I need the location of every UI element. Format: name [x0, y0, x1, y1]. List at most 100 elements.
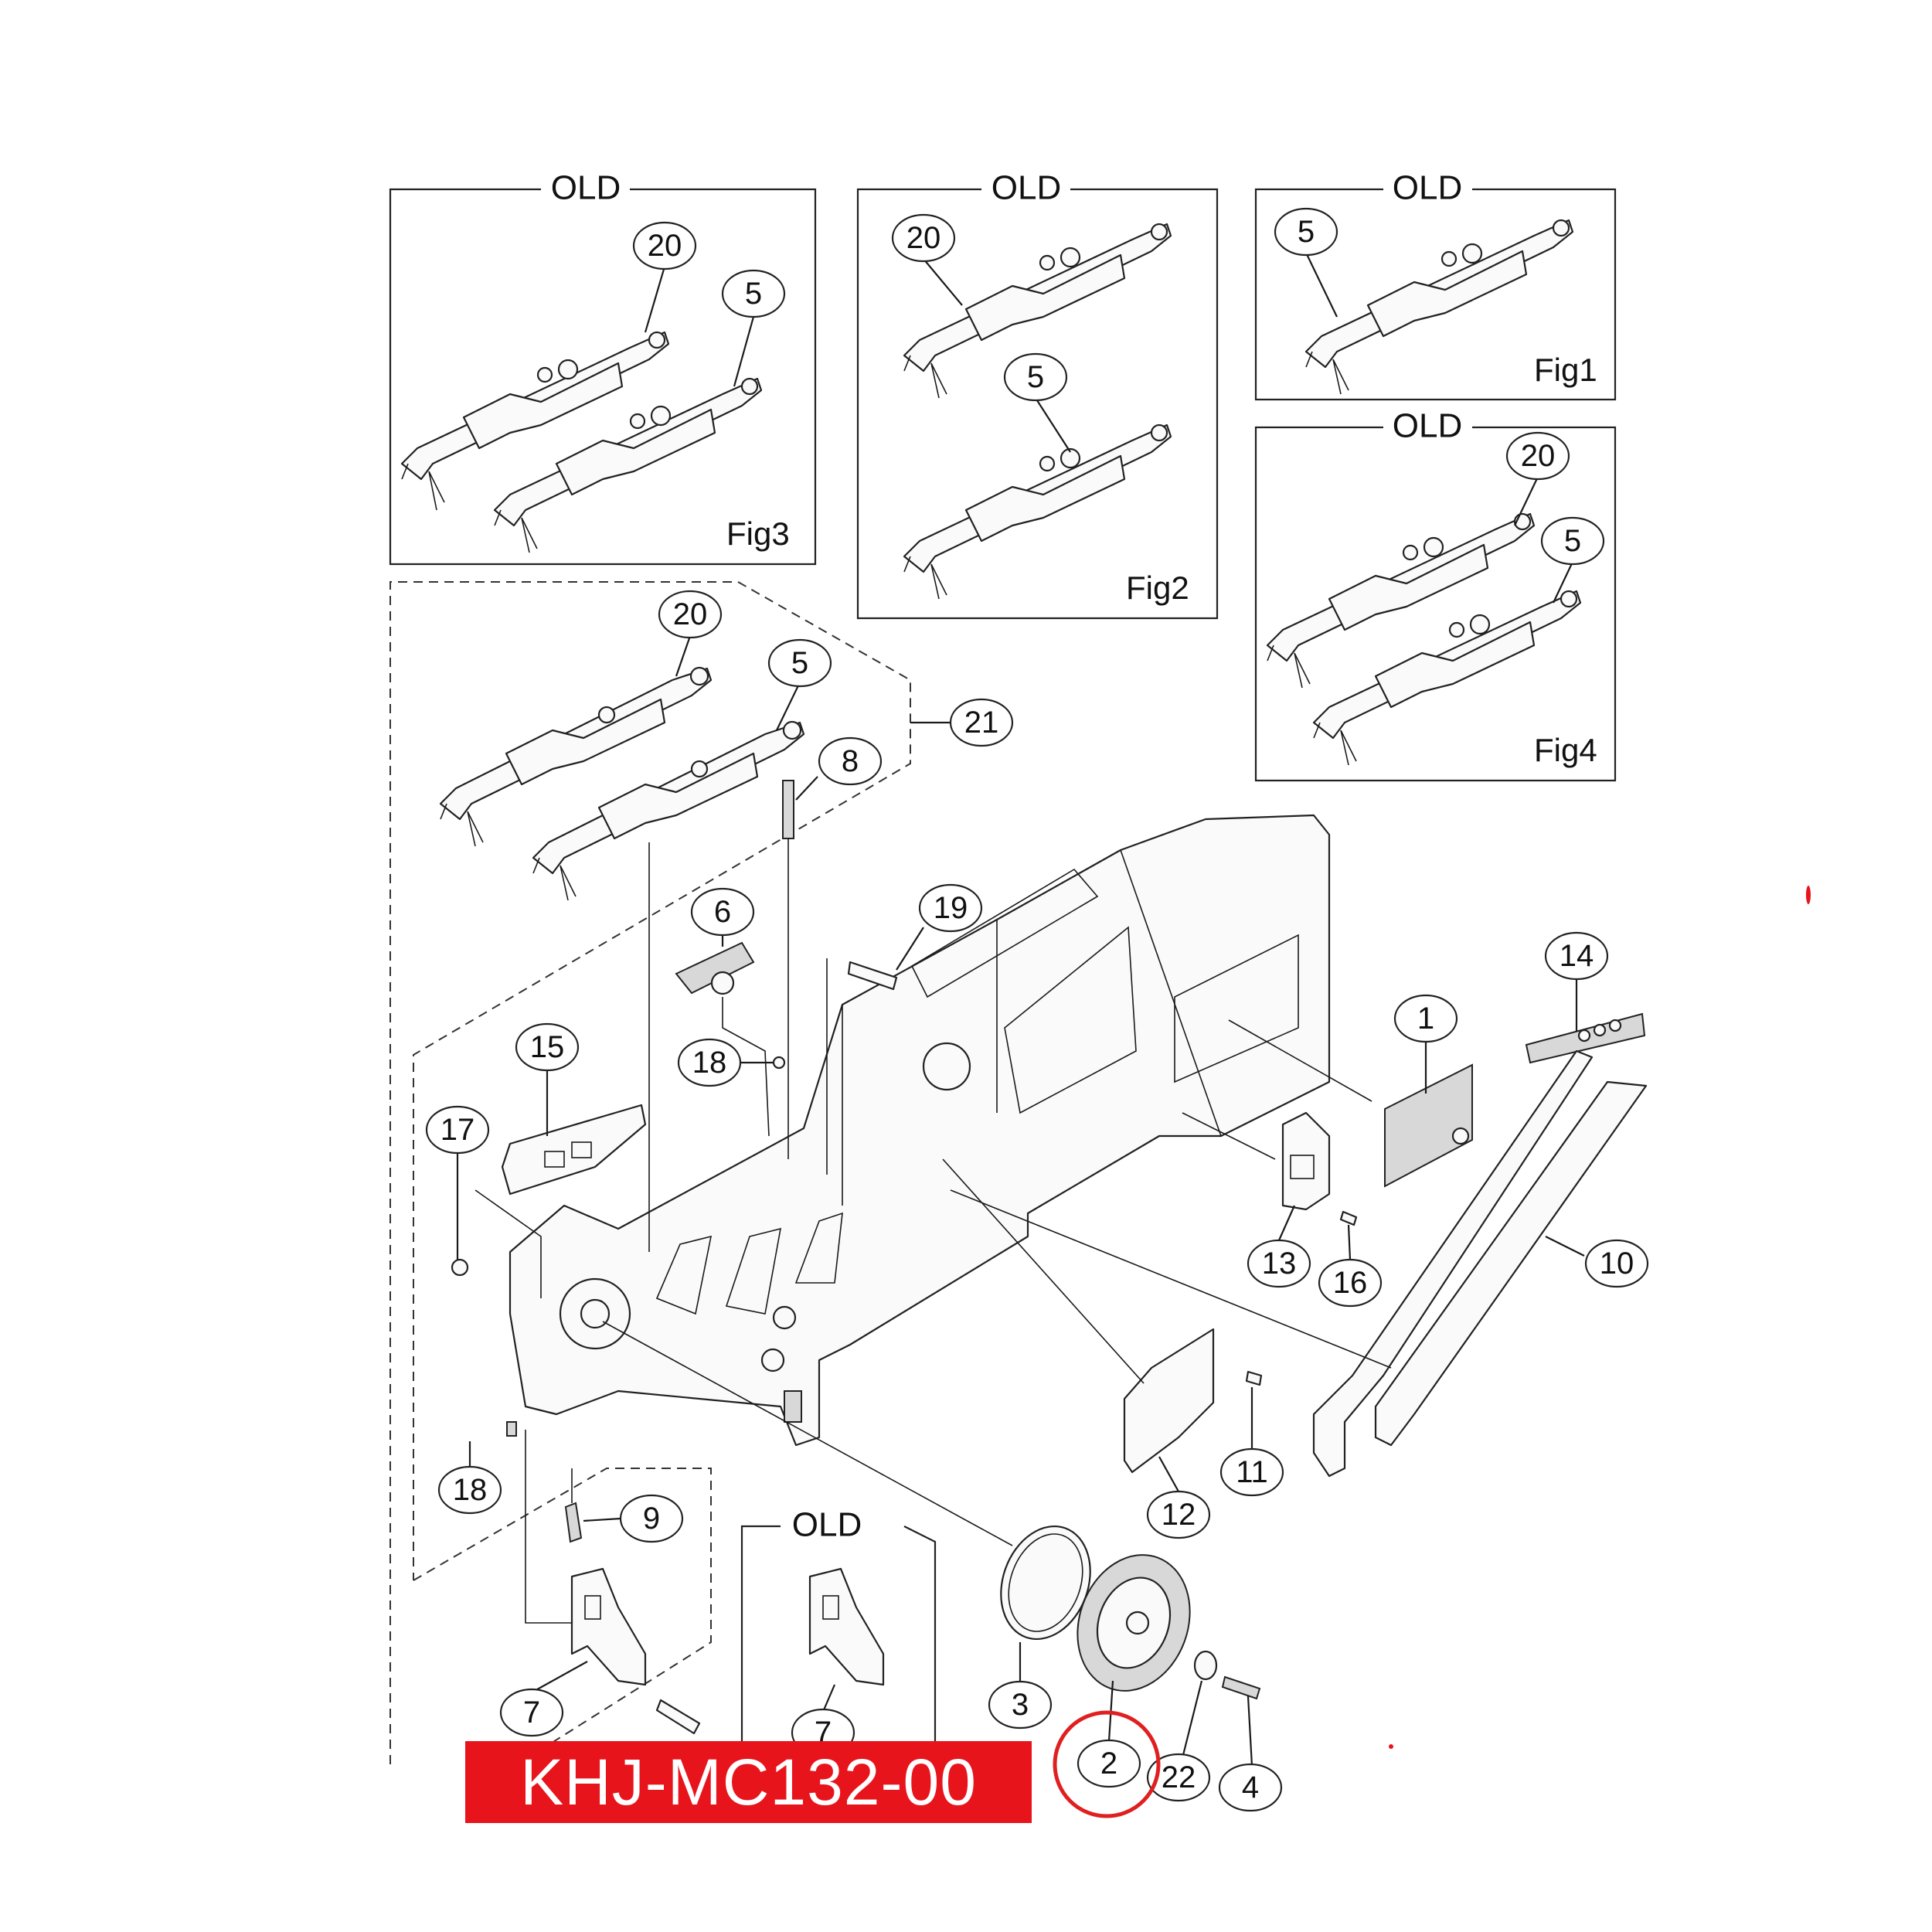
- callout-11[interactable]: [1219, 1447, 1284, 1497]
- assembly-21-dashed-outline: [389, 581, 911, 1765]
- callout-12[interactable]: [1146, 1490, 1211, 1539]
- svg-text:5: 5: [1027, 360, 1044, 394]
- fig1-label: Fig1: [1534, 352, 1597, 388]
- callout-20-main[interactable]: [658, 590, 723, 639]
- red-mark: [1806, 886, 1811, 904]
- svg-text:21: 21: [964, 706, 999, 740]
- callout-14[interactable]: [1544, 931, 1609, 981]
- callout-18-top[interactable]: [677, 1038, 742, 1087]
- callout-7[interactable]: [499, 1688, 564, 1737]
- old-frame-fig3: OLD Fig3 20 5: [389, 169, 817, 566]
- svg-text:7: 7: [523, 1696, 540, 1730]
- part-3-ring: [1000, 1525, 1091, 1641]
- callout-group: 20 5: [891, 213, 1071, 453]
- old-label-fig3: OLD: [551, 169, 621, 207]
- part-12-cover: [1123, 1328, 1215, 1474]
- feeder-track-20-main: [439, 666, 713, 847]
- callout-17[interactable]: [425, 1105, 490, 1155]
- callout-5-main[interactable]: [767, 638, 832, 688]
- callout-group: 20 5: [632, 221, 786, 387]
- callout-2[interactable]: [1077, 1739, 1141, 1788]
- svg-text:16: 16: [1333, 1266, 1368, 1300]
- callout-5-fig1[interactable]: [1274, 207, 1338, 257]
- callout-3[interactable]: [988, 1680, 1053, 1730]
- feeder-track-5-fig4: [1312, 590, 1582, 766]
- part-16-screw: [1339, 1210, 1358, 1226]
- svg-text:5: 5: [745, 277, 762, 311]
- old-label-fig2: OLD: [992, 169, 1061, 207]
- part-11-screw: [1245, 1370, 1263, 1386]
- part-10-guide: [1312, 1049, 1648, 1478]
- callout-group: 20 5: [1505, 431, 1605, 604]
- callout-20-fig3[interactable]: [632, 221, 697, 270]
- callout-1[interactable]: [1393, 994, 1458, 1043]
- svg-text:18: 18: [692, 1046, 727, 1080]
- old-frame-fig2: OLD Fig2 20 5: [856, 169, 1219, 620]
- svg-text:22: 22: [1162, 1760, 1196, 1794]
- svg-text:17: 17: [440, 1113, 475, 1147]
- part-13-bracket: [1281, 1111, 1331, 1211]
- callout-10[interactable]: [1584, 1239, 1649, 1288]
- callout-8[interactable]: [818, 736, 883, 786]
- callout-16[interactable]: [1318, 1258, 1383, 1308]
- feeder-main-body: [509, 814, 1331, 1447]
- callout-15[interactable]: [515, 1022, 580, 1072]
- callout-13[interactable]: [1247, 1239, 1311, 1288]
- callout-19[interactable]: [918, 883, 983, 933]
- svg-text:20: 20: [1521, 439, 1556, 473]
- callout-5-fig3[interactable]: [721, 269, 786, 318]
- callout-20-fig4[interactable]: [1505, 431, 1570, 481]
- svg-text:9: 9: [643, 1502, 660, 1536]
- svg-text:5: 5: [791, 646, 808, 680]
- svg-text:14: 14: [1560, 939, 1594, 973]
- svg-text:20: 20: [906, 221, 941, 255]
- highlight-circle-callout-2: [1053, 1710, 1161, 1818]
- svg-text:2: 2: [1100, 1747, 1117, 1781]
- part-7-lever: [570, 1567, 647, 1686]
- part-6-clip: [675, 941, 755, 995]
- svg-text:10: 10: [1600, 1247, 1634, 1281]
- part-7-lever-old: [808, 1567, 885, 1686]
- feeder-track-20-fig2: [903, 223, 1172, 399]
- feeder-track-20-fig4: [1266, 512, 1536, 689]
- part-14-plate: [1525, 1012, 1646, 1064]
- svg-text:11: 11: [1236, 1455, 1268, 1489]
- callout-21[interactable]: [949, 698, 1014, 747]
- part-19-pin: [847, 961, 898, 991]
- svg-text:6: 6: [714, 895, 731, 929]
- svg-text:15: 15: [530, 1030, 565, 1064]
- svg-text:3: 3: [1012, 1688, 1029, 1722]
- part-8-pin: [782, 780, 794, 839]
- callout-9[interactable]: [619, 1494, 684, 1543]
- part-9-spring: [564, 1502, 583, 1543]
- callout-5-fig4[interactable]: [1540, 516, 1605, 566]
- part-4-bolt: [1221, 1675, 1261, 1700]
- svg-text:5: 5: [1564, 524, 1581, 558]
- callout-4[interactable]: [1218, 1763, 1283, 1812]
- callout-6[interactable]: [690, 887, 755, 937]
- feeder-track-20-fig3: [400, 331, 670, 511]
- old-label-lever: OLD: [792, 1506, 862, 1544]
- part-number-label: KHJ-MC132-00: [520, 1746, 977, 1818]
- old-frame-fig4: OLD Fig4 20 5: [1254, 407, 1617, 782]
- svg-text:1: 1: [1417, 1002, 1434, 1036]
- callout-22[interactable]: [1146, 1753, 1211, 1802]
- feeder-track-5-fig3: [493, 377, 763, 553]
- svg-text:8: 8: [842, 744, 859, 778]
- red-dot: [1389, 1744, 1393, 1749]
- feeder-track-5-fig2: [903, 423, 1172, 600]
- part-17-screw: [451, 1258, 469, 1277]
- callout-20-fig2[interactable]: [891, 213, 956, 263]
- old-frame-fig1: OLD Fig1 5: [1254, 169, 1617, 401]
- feeder-track-5-fig1: [1304, 219, 1574, 395]
- callout-5-fig2[interactable]: [1003, 352, 1068, 402]
- feeder-track-5-main: [532, 720, 805, 901]
- callout-group: 5: [1274, 207, 1338, 318]
- old-frame-lever: OLD: [740, 1506, 937, 1747]
- part-15-plate: [501, 1104, 647, 1196]
- leader-lines: [474, 838, 1392, 1624]
- svg-text:20: 20: [673, 597, 708, 631]
- part-1-nameplate: [1384, 1063, 1473, 1188]
- callout-18-bottom[interactable]: [437, 1465, 502, 1515]
- part-22-washer: [1193, 1650, 1218, 1681]
